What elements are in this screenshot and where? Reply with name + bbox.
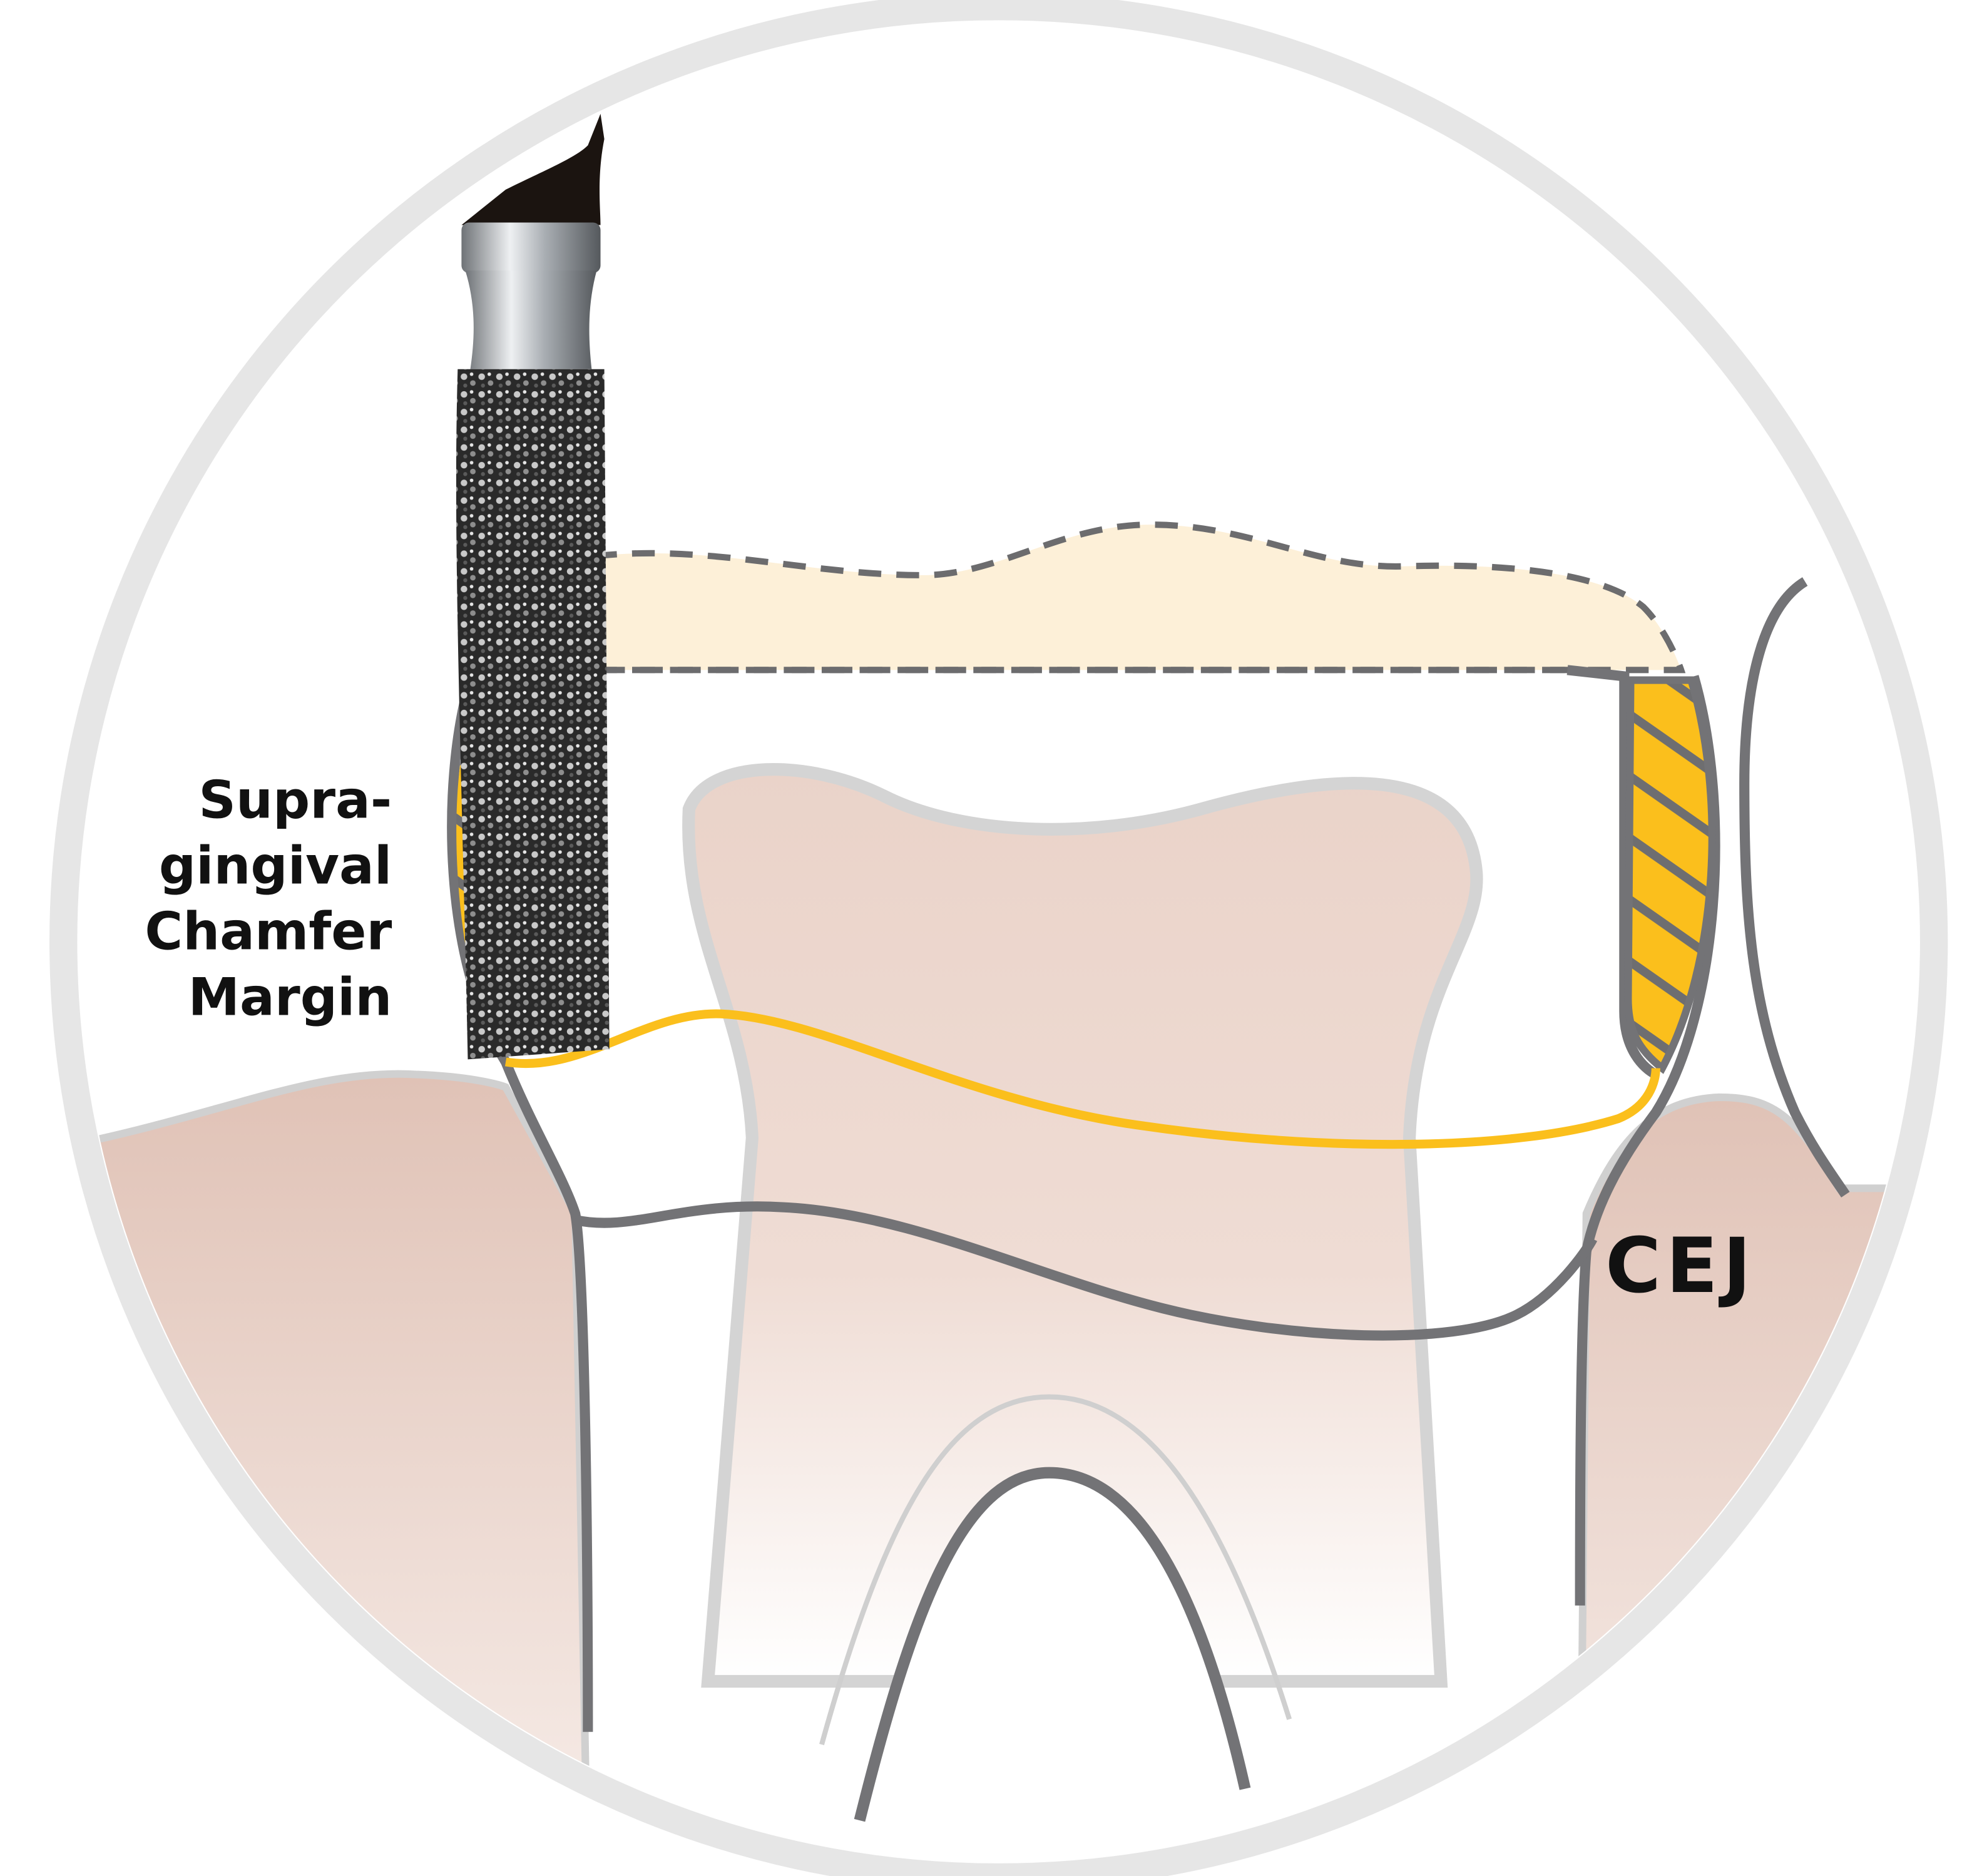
bur-neck bbox=[465, 270, 597, 369]
margin-label-line-1: Supra- bbox=[198, 770, 392, 831]
cej-line bbox=[574, 1201, 1598, 1341]
bur-shank bbox=[461, 222, 601, 274]
chamfer-right bbox=[1624, 676, 1716, 1074]
occlusal-reduction-zone bbox=[591, 521, 1686, 674]
bur-diamond-body bbox=[456, 369, 610, 1060]
adjacent-tooth-outline bbox=[1739, 577, 1850, 1197]
margin-label-line-4: Margin bbox=[188, 967, 392, 1028]
tooth-outline-left bbox=[447, 687, 593, 1732]
cej-label: CEJ bbox=[1605, 1222, 1756, 1310]
pulp-outer-arc bbox=[819, 1394, 1292, 1746]
diamond-bur bbox=[456, 113, 610, 1060]
margin-label: Supra- gingival Chamfer Margin bbox=[145, 770, 392, 1028]
margin-label-line-2: gingival bbox=[159, 836, 392, 896]
bur-handpiece-tip bbox=[461, 113, 605, 225]
margin-label-line-3: Chamfer bbox=[145, 901, 392, 962]
dentin bbox=[682, 763, 1483, 1688]
pulp bbox=[854, 1467, 1251, 1822]
margin-line bbox=[504, 1009, 1660, 1149]
